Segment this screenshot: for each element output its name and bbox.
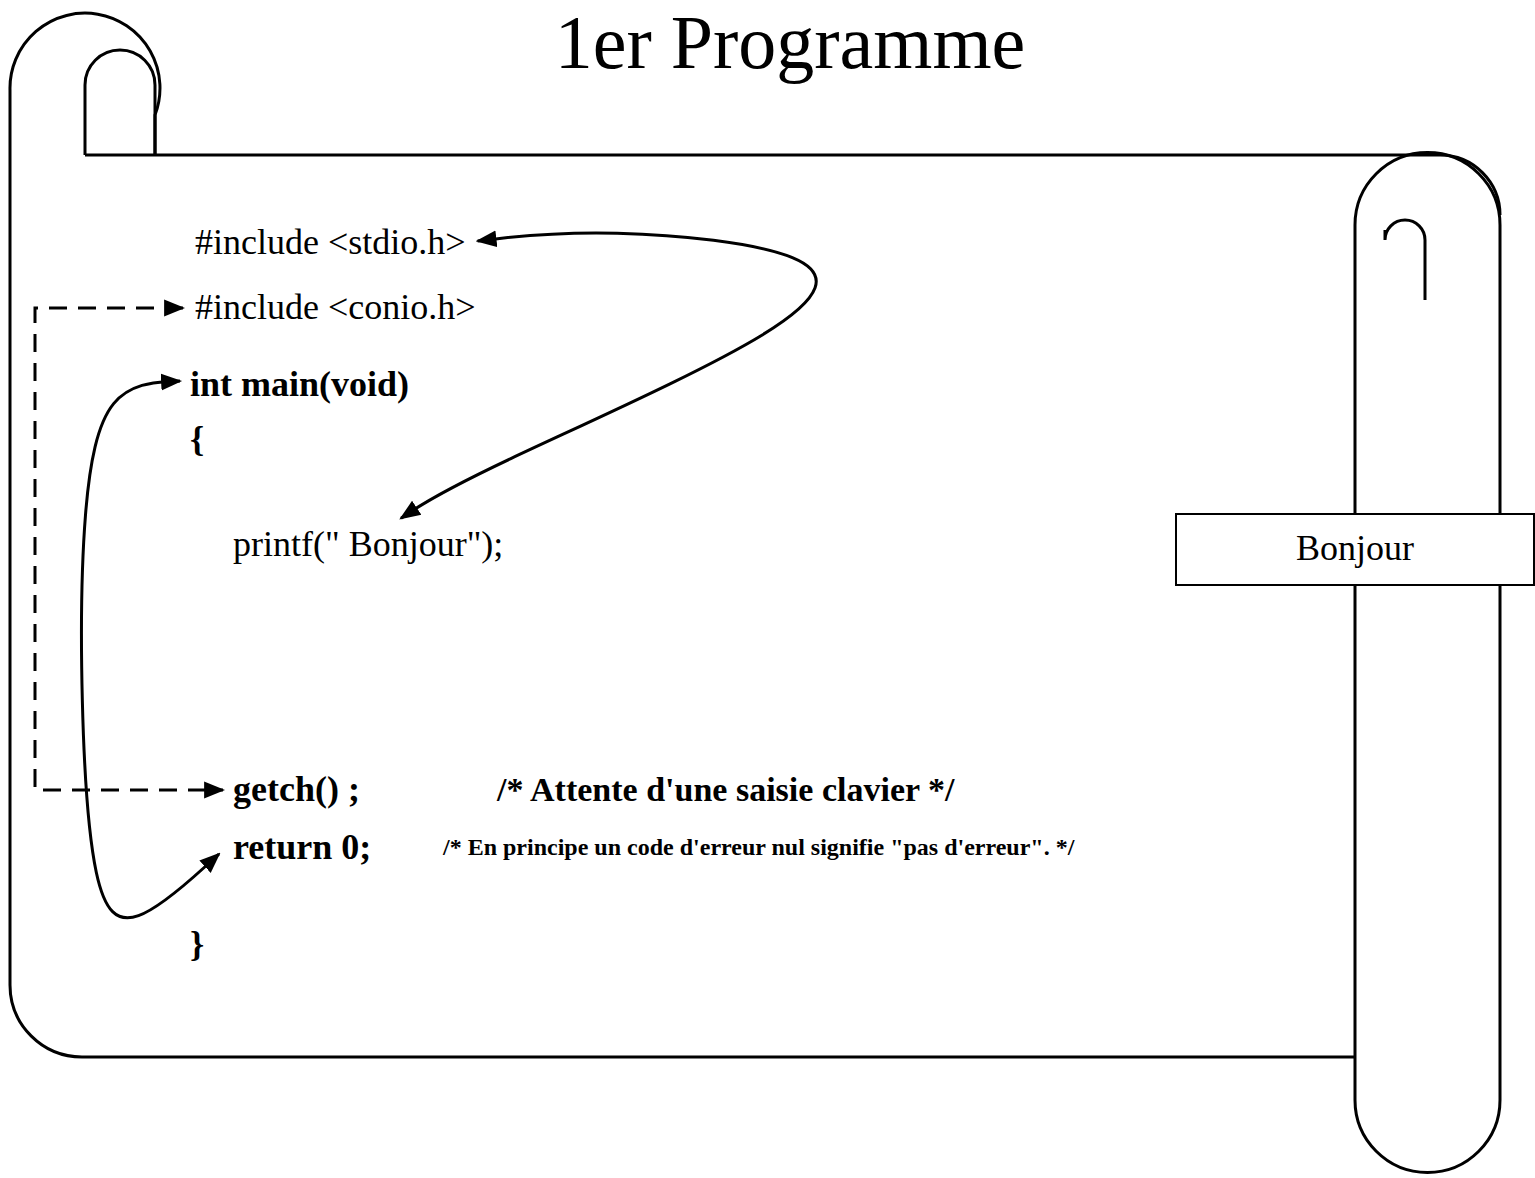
code-line: } — [188, 924, 206, 965]
code-text: int main(void) — [188, 364, 411, 405]
scroll-roller — [1355, 152, 1500, 1172]
curved-arrow — [401, 233, 816, 518]
code-text: getch() ; — [231, 769, 362, 810]
code-comment: /* En principe un code d'erreur nul sign… — [443, 834, 1074, 862]
code-line: #include <conio.h> — [193, 287, 478, 328]
scroll-curl-inner — [85, 50, 155, 155]
output-text: Bonjour — [1294, 528, 1416, 569]
code-line: int main(void) — [188, 364, 411, 405]
scroll-curl — [10, 13, 160, 985]
code-text: printf(" Bonjour"); — [231, 524, 505, 565]
output-box: Bonjour — [1175, 513, 1535, 586]
code-line: { — [188, 419, 206, 460]
scroll-roller-inner — [1385, 220, 1425, 300]
code-line: #include <stdio.h> — [193, 222, 468, 263]
code-text: return 0; — [231, 827, 373, 868]
code-text: { — [188, 419, 206, 460]
code-line: printf(" Bonjour"); — [231, 524, 505, 565]
code-text: #include <stdio.h> — [193, 222, 468, 263]
scroll-sheet — [10, 155, 1500, 1057]
code-text: #include <conio.h> — [193, 287, 478, 328]
curved-arrow — [81, 381, 219, 918]
code-line: return 0; — [231, 827, 373, 868]
slide-title: 1er Programme — [555, 4, 1026, 80]
code-line: getch() ; — [231, 769, 362, 810]
code-text: } — [188, 924, 206, 965]
code-comment: /* Attente d'une saisie clavier */ — [497, 770, 954, 809]
